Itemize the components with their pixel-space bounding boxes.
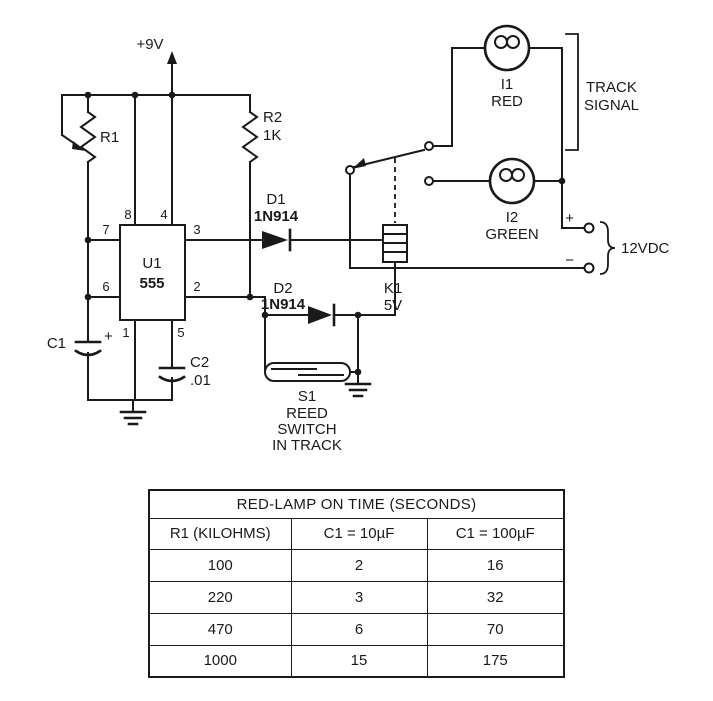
pin-label-4: 4 bbox=[160, 207, 167, 222]
u1-label: U1 bbox=[142, 255, 161, 272]
ground-symbol-u1 bbox=[119, 399, 147, 426]
u1-555-ic bbox=[119, 224, 186, 321]
track-signal-line2: SIGNAL bbox=[584, 97, 639, 114]
pin-label-5: 5 bbox=[177, 325, 184, 340]
schematic-diagram: +9V R1 R2 1K U1 555 8 4 7 3 6 2 1 5 D1 1… bbox=[47, 24, 670, 454]
i1-color: RED bbox=[491, 93, 523, 110]
cell-t10: 15 bbox=[290, 644, 428, 678]
i2-color: GREEN bbox=[485, 226, 538, 243]
cell-t10: 6 bbox=[290, 612, 428, 646]
d1-diode bbox=[262, 228, 292, 252]
i1-red-lamp bbox=[483, 24, 531, 72]
cell-r1: 1000 bbox=[148, 644, 292, 678]
cell-r1: 100 bbox=[148, 548, 292, 582]
cell-r1: 470 bbox=[148, 612, 292, 646]
supply-12vdc-label: 12VDC bbox=[621, 240, 670, 257]
s1-label: S1 bbox=[298, 388, 316, 405]
c1-capacitor bbox=[74, 340, 102, 357]
supply-9v-label: +9V bbox=[136, 36, 163, 53]
table-row: 100 2 16 bbox=[148, 548, 565, 582]
no-contact bbox=[424, 176, 434, 186]
cell-t10: 3 bbox=[290, 580, 428, 614]
wires bbox=[61, 47, 585, 401]
c1-polarity: + bbox=[104, 328, 113, 345]
table-row: 470 6 70 bbox=[148, 612, 565, 646]
pin-label-8: 8 bbox=[124, 207, 131, 222]
pin-label-2: 2 bbox=[193, 279, 200, 294]
table-row: 1000 15 175 bbox=[148, 644, 565, 678]
d2-label: D2 bbox=[273, 280, 292, 297]
cell-t100: 70 bbox=[426, 612, 565, 646]
col-header-c1-10: C1 = 10µF bbox=[290, 517, 428, 550]
s1-reed-switch bbox=[264, 362, 351, 382]
minus-label: − bbox=[565, 252, 574, 269]
d2-diode bbox=[308, 303, 336, 327]
relay-contacts bbox=[345, 141, 434, 186]
nc-contact bbox=[424, 141, 434, 151]
c2-capacitor bbox=[158, 366, 186, 383]
i1-label: I1 bbox=[501, 76, 514, 93]
k1-relay-coil bbox=[382, 158, 408, 263]
supply-12vdc-terminals bbox=[583, 221, 616, 275]
r2-label: R2 bbox=[263, 109, 282, 126]
cell-t100: 175 bbox=[426, 644, 565, 678]
track-signal-line1: TRACK bbox=[586, 79, 637, 96]
timing-table: RED-LAMP ON TIME (SECONDS) R1 (KILOHMS) … bbox=[148, 489, 565, 678]
pin-label-3: 3 bbox=[193, 222, 200, 237]
r2-value: 1K bbox=[263, 127, 281, 144]
table-title: RED-LAMP ON TIME (SECONDS) bbox=[148, 489, 565, 519]
table-row: 220 3 32 bbox=[148, 580, 565, 614]
wiper-arrow-icon bbox=[72, 141, 86, 151]
track-signal-bracket bbox=[565, 33, 579, 151]
col-header-r1: R1 (KILOHMS) bbox=[148, 517, 292, 550]
c2-value: .01 bbox=[190, 372, 211, 389]
minus-terminal bbox=[583, 262, 595, 274]
pin-label-6: 6 bbox=[102, 279, 109, 294]
pin-label-1: 1 bbox=[122, 325, 129, 340]
d1-label: D1 bbox=[266, 191, 285, 208]
s1-desc-1: REED bbox=[286, 405, 328, 422]
cell-r1: 220 bbox=[148, 580, 292, 614]
d1-value: 1N914 bbox=[254, 208, 299, 225]
col-header-c1-100: C1 = 100µF bbox=[426, 517, 565, 550]
junction-dots bbox=[84, 91, 566, 376]
table-header-row: R1 (KILOHMS) C1 = 10µF C1 = 100µF bbox=[148, 517, 565, 550]
c2-label: C2 bbox=[190, 354, 209, 371]
cell-t10: 2 bbox=[290, 548, 428, 582]
supply-arrow bbox=[167, 51, 177, 64]
i2-green-lamp bbox=[488, 157, 536, 205]
s1-desc-2: SWITCH bbox=[277, 421, 336, 438]
d2-value: 1N914 bbox=[261, 296, 306, 313]
cell-t100: 16 bbox=[426, 548, 565, 582]
r1-potentiometer bbox=[60, 110, 97, 164]
u1-value: 555 bbox=[139, 275, 164, 292]
s1-desc-3: IN TRACK bbox=[272, 437, 342, 454]
k1-label: K1 bbox=[384, 280, 402, 297]
timing-table-wrapper: RED-LAMP ON TIME (SECONDS) R1 (KILOHMS) … bbox=[148, 489, 565, 678]
plus-terminal bbox=[583, 222, 595, 234]
i2-label: I2 bbox=[506, 209, 519, 226]
r1-label: R1 bbox=[100, 129, 119, 146]
r2-resistor bbox=[241, 110, 259, 164]
plus-label: + bbox=[565, 210, 574, 227]
cell-t100: 32 bbox=[426, 580, 565, 614]
brace-icon bbox=[599, 221, 616, 275]
c1-label: C1 bbox=[47, 335, 66, 352]
armature-arrow-icon bbox=[352, 158, 366, 169]
common-contact bbox=[345, 165, 355, 175]
k1-value: 5V bbox=[384, 297, 402, 314]
pin-label-7: 7 bbox=[102, 222, 109, 237]
